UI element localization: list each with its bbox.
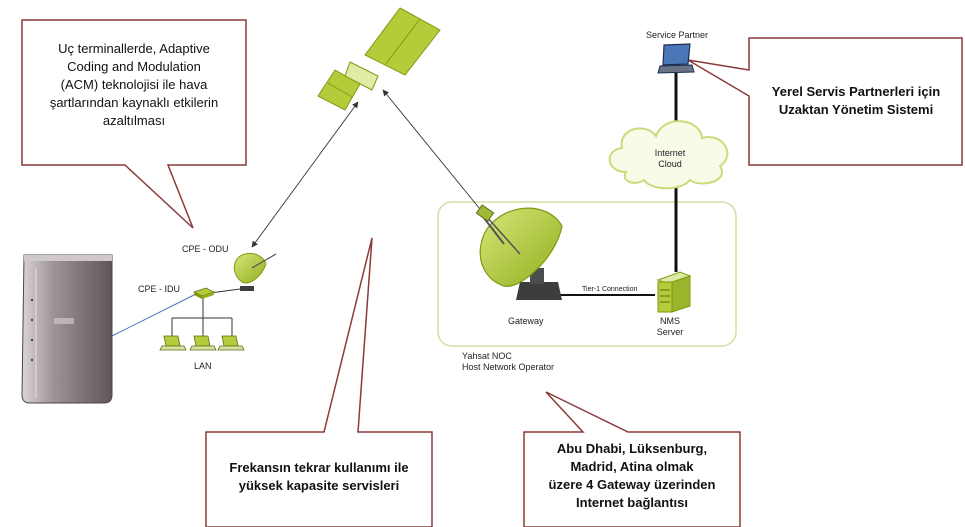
callout-acm-line-1: Uç terminallerde, Adaptive <box>58 41 210 56</box>
tier1-connection-label: Tier-1 Connection <box>582 286 638 293</box>
callout-gateways-line-4: Internet bağlantısı <box>576 495 688 510</box>
service-partner-label: Service Partner <box>646 30 709 40</box>
satellite-icon <box>317 7 441 111</box>
callout-remote-box <box>687 37 963 166</box>
link-idu-odu <box>209 288 241 294</box>
gateway-label: Gateway <box>508 316 544 326</box>
callout-gateways-line-1: Abu Dhabi, Lüksenburg, <box>556 441 708 456</box>
callout-acm-text: Uç terminallerde, Adaptive Coding and Mo… <box>26 40 242 130</box>
modem-icon <box>21 254 113 404</box>
callout-frequency-line-1: Frekansın tekrar kullanımı ile <box>229 460 409 475</box>
odu-dish-icon <box>233 252 277 291</box>
noc-label: Yahsat NOC Host Network Operator <box>462 351 554 373</box>
nms-line-1: NMS <box>660 316 680 326</box>
lan-tree <box>171 297 233 336</box>
callout-gateways-line-2: Madrid, Atina olmak <box>570 459 694 474</box>
idu-icon <box>192 287 216 299</box>
nms-line-2: Server <box>656 327 684 337</box>
link-modem-idu <box>109 293 197 338</box>
link-satellite-odu <box>251 101 359 248</box>
callout-acm-line-3: (ACM) teknolojisi ile hava <box>60 77 208 92</box>
link-satellite-gateway <box>382 89 485 215</box>
callout-acm-line-5: azaltılması <box>102 113 166 128</box>
callout-remote-text: Yerel Servis Partnerleri için Uzaktan Yö… <box>752 83 960 119</box>
cloud-icon <box>608 120 729 190</box>
internet-cloud-line-2: Cloud <box>658 159 682 169</box>
gateway-dish-icon <box>475 204 563 300</box>
noc-line-2: Host Network Operator <box>462 362 555 372</box>
nms-server-label: NMS Server <box>646 316 694 338</box>
callout-gateways-line-3: üzere 4 Gateway üzerinden <box>548 477 716 492</box>
lan-label: LAN <box>194 361 212 371</box>
internet-cloud-label: Internet Cloud <box>640 148 700 170</box>
internet-cloud-line-1: Internet <box>654 148 686 158</box>
callout-gateways-text: Abu Dhabi, Lüksenburg, Madrid, Atina olm… <box>526 440 738 512</box>
noc-area <box>437 201 737 347</box>
callout-frequency-line-2: yüksek kapasite servisleri <box>238 478 400 493</box>
laptop-icon <box>159 335 245 351</box>
cpe-odu-label: CPE - ODU <box>182 244 229 254</box>
callout-acm-line-4: şartlarından kaynaklı etkilerin <box>49 95 219 110</box>
callout-acm-line-2: Coding and Modulation <box>67 59 201 74</box>
noc-line-1: Yahsat NOC <box>462 351 512 361</box>
callout-remote-line-2: Uzaktan Yönetim Sistemi <box>778 102 934 117</box>
callout-acm-box <box>21 19 247 229</box>
callout-frequency-box <box>205 237 433 527</box>
server-icon <box>656 271 692 313</box>
callout-gateways-box <box>523 391 741 527</box>
cpe-idu-label: CPE - IDU <box>138 284 181 294</box>
monitor-icon <box>657 43 695 74</box>
callout-remote-line-1: Yerel Servis Partnerleri için <box>771 84 941 99</box>
callout-frequency-text: Frekansın tekrar kullanımı ile yüksek ka… <box>208 459 430 495</box>
